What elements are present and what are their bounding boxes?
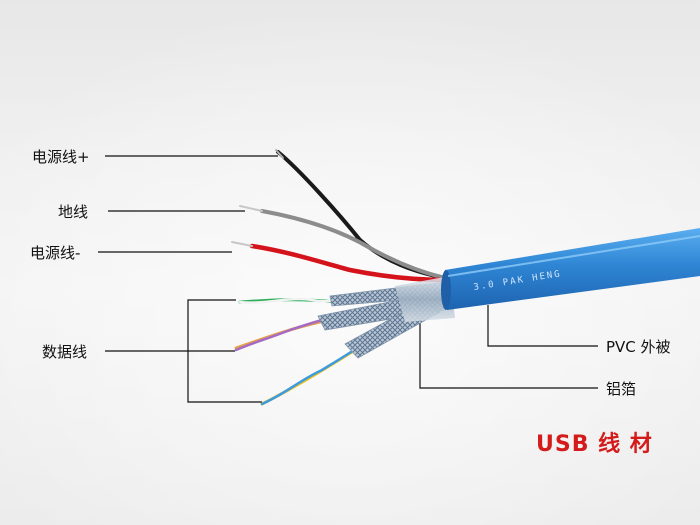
label-power-plus: 电源线+ [32,148,90,166]
pair2-purple [234,318,324,352]
wire-power-minus-tip [231,241,253,247]
pvc-jacket: 3.0 PAK HENG [441,228,700,310]
label-data-wire: 数据线 [42,343,88,361]
caption-title: USB 线 材 [536,432,653,457]
label-foil: 铝箔 [606,380,637,398]
jacket-highlight [447,235,700,277]
pair3-blue [260,348,356,406]
jacket-body [445,228,700,310]
wire-power-plus-tip [275,149,284,159]
wire-power-minus [249,243,449,283]
leader-foil [419,310,598,389]
foil-outer [395,276,455,322]
leader-pvc [487,305,598,347]
label-ground: 地线 [58,203,89,221]
wire-ground-tip [239,205,263,212]
wire-ground [260,209,447,280]
jacket-end [441,270,451,310]
leader-lines [98,155,598,403]
data-pairs [234,297,356,406]
label-pvc-jacket: PVC 外被 [606,338,671,356]
label-power-minus: 电源线- [30,244,81,262]
power-wires [231,149,449,283]
